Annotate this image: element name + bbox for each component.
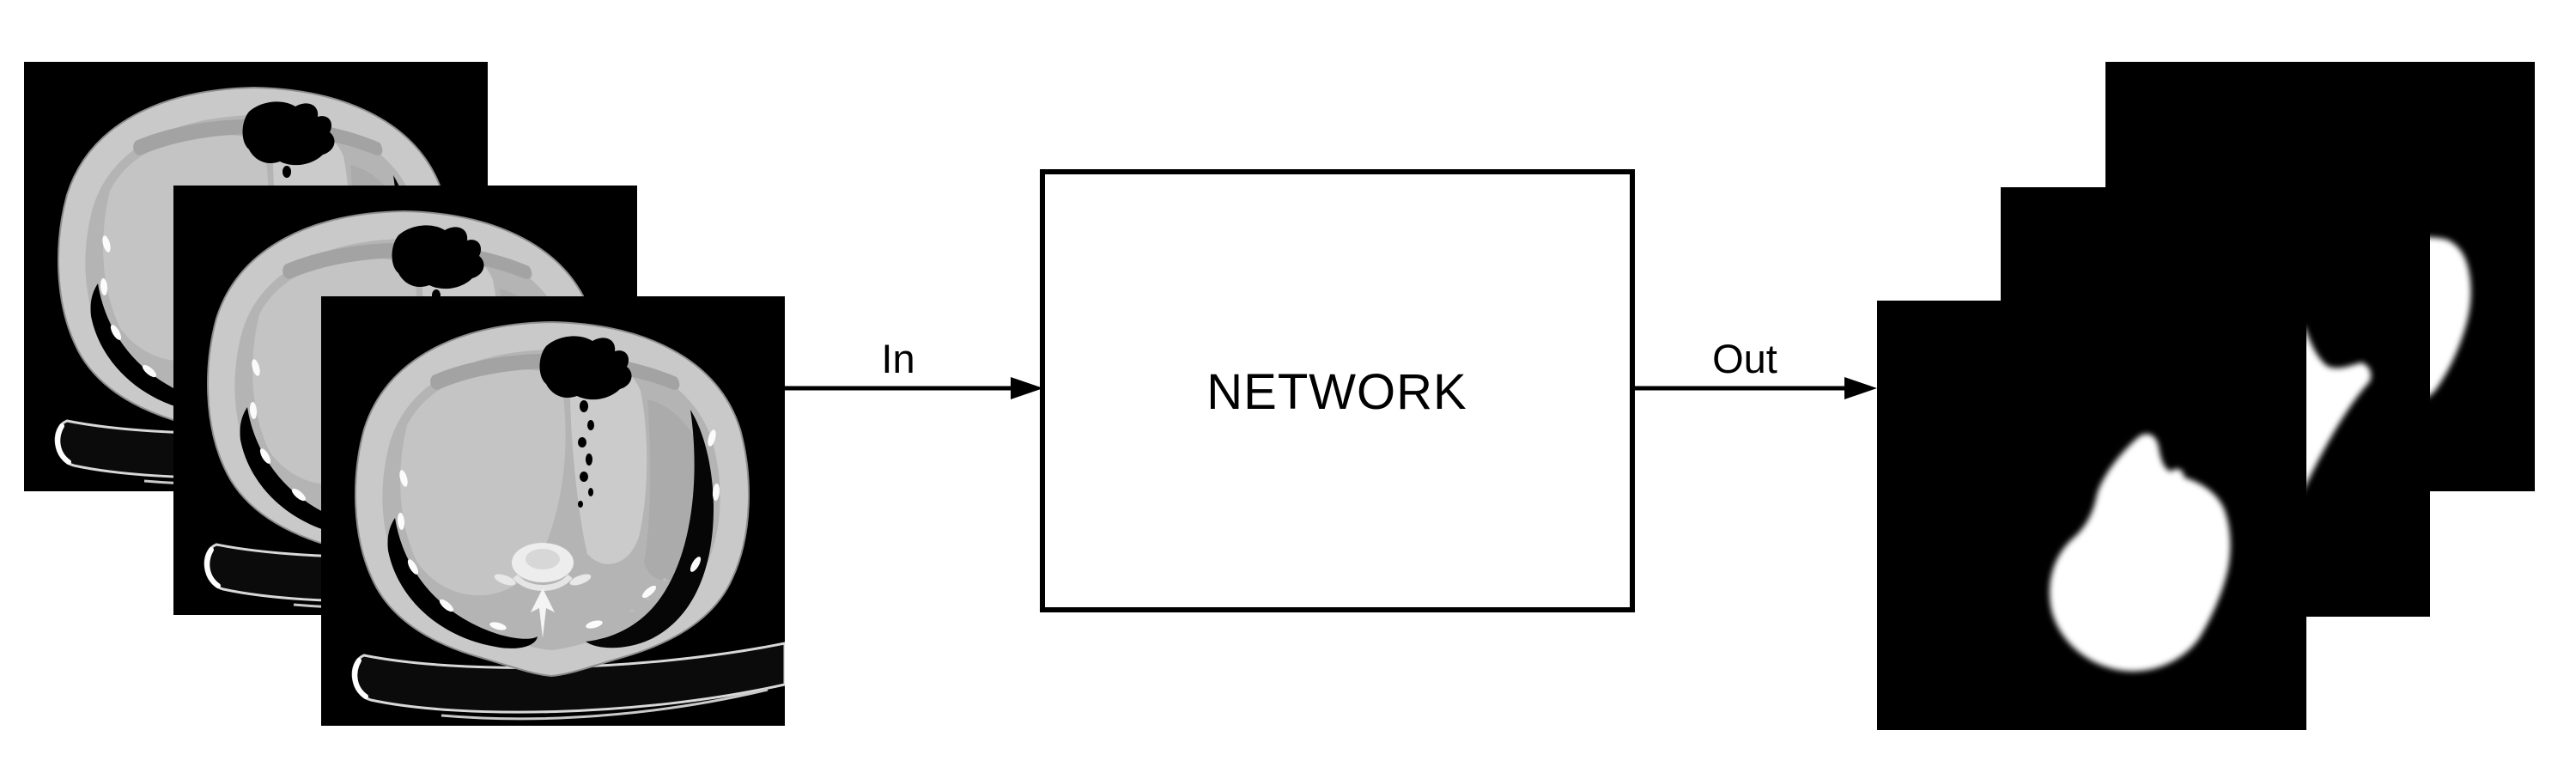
in-arrow-label: In [881, 336, 914, 381]
segmentation-mask-icon [1877, 301, 2306, 730]
input-ct-stack [24, 62, 785, 726]
abdominal-ct-slice-icon [321, 296, 785, 726]
network-box-label: NETWORK [1206, 364, 1467, 420]
out-arrow-head-icon [1844, 377, 1877, 399]
out-arrow-label: Out [1712, 336, 1777, 381]
output-mask-stack [1877, 62, 2535, 730]
network-box [1040, 169, 1635, 612]
in-arrow-head-icon [1011, 377, 1043, 399]
input-arrow: In [785, 336, 1043, 399]
network-box-group: NETWORK [1040, 169, 1635, 612]
output-arrow: Out [1632, 336, 1877, 399]
